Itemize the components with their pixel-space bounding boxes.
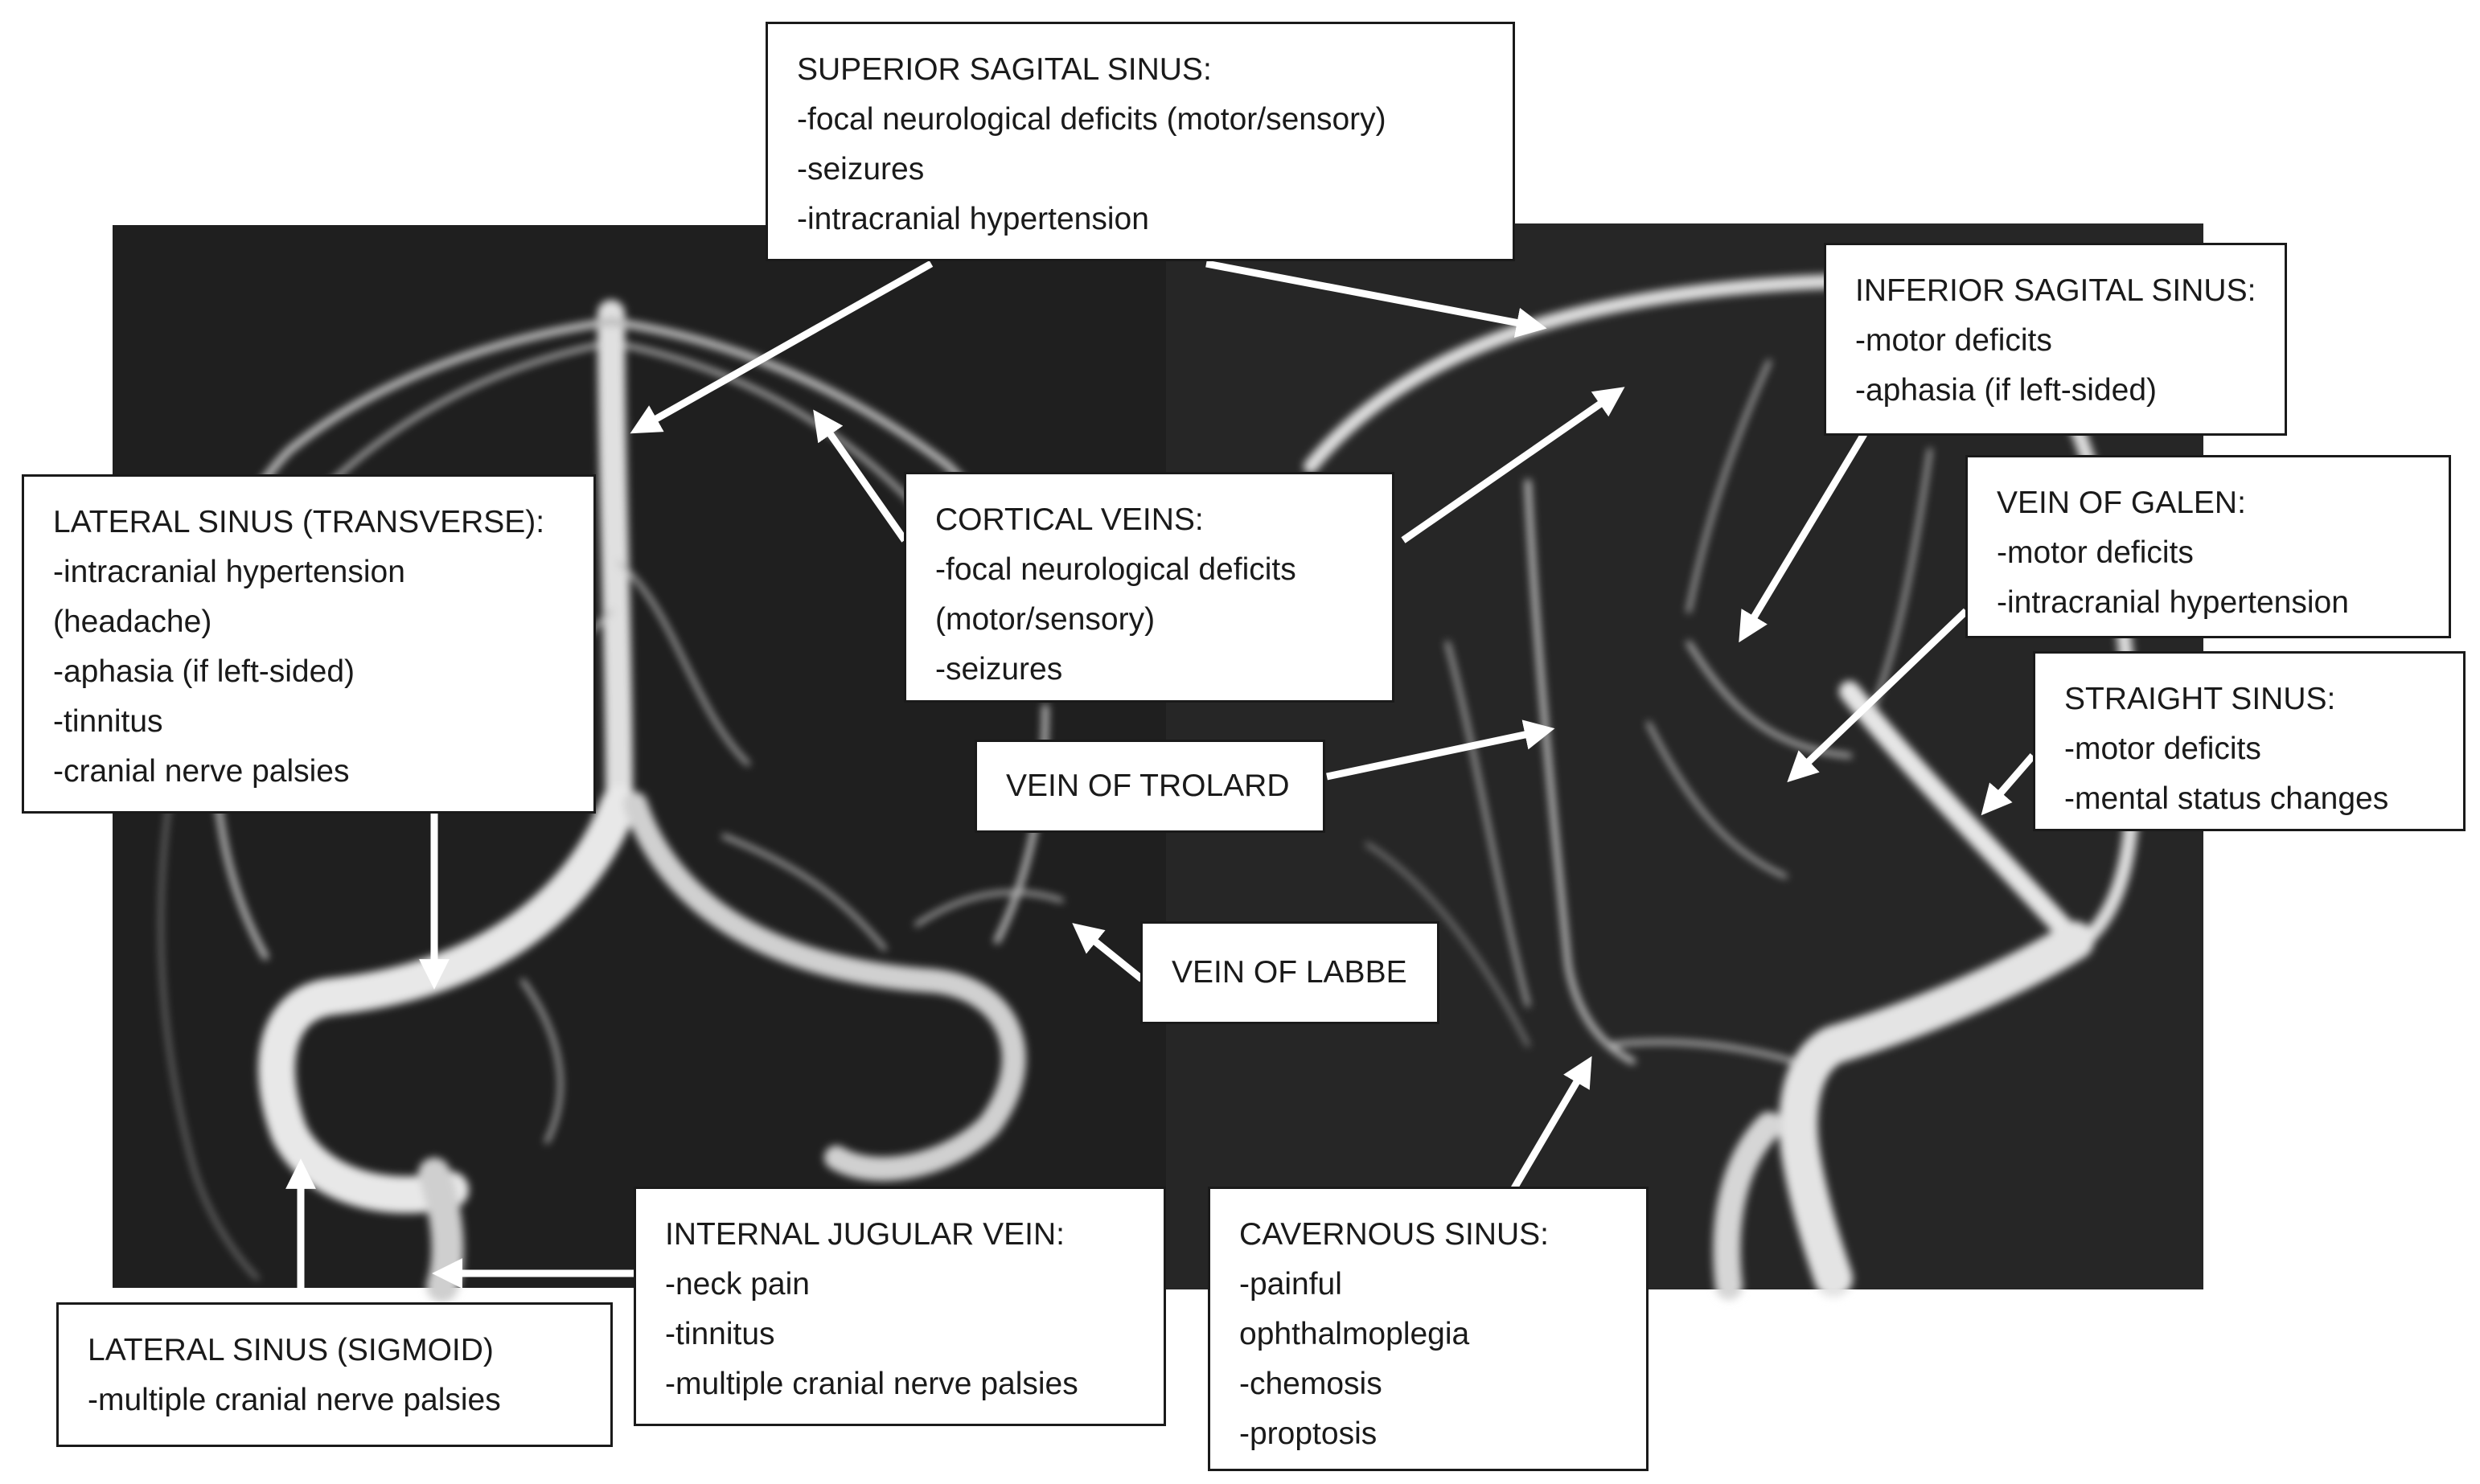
arrow-vein-of-labbe [1072,923,1144,982]
label-cavernous-sinus: CAVERNOUS SINUS: -painful ophthalmoplegi… [1208,1187,1649,1471]
label-line: -intracranial hypertension [1997,585,2349,620]
arrow-inferior-sagital [1739,432,1867,643]
label-vein-of-galen: VEIN OF GALEN: -motor deficits -intracra… [1965,455,2451,638]
label-vein-of-trolard: VEIN OF TROLARD [975,740,1325,833]
label-lateral-sinus-transverse: LATERAL SINUS (TRANSVERSE): -intracrania… [22,474,596,814]
label-line: -aphasia (if left-sided) [53,654,355,689]
label-line: -tinnitus [53,704,163,739]
label-line: -aphasia (if left-sided) [1855,373,2157,408]
label-straight-sinus: STRAIGHT SINUS: -motor deficits -mental … [2033,651,2466,831]
label-title: LATERAL SINUS (SIGMOID) [88,1333,494,1367]
label-line: -neck pain [665,1267,810,1302]
label-line: -chemosis [1239,1367,1382,1401]
label-line: -cranial nerve palsies [53,754,350,789]
label-title: INTERNAL JUGULAR VEIN: [665,1217,1065,1252]
label-line: -motor deficits [1997,535,2194,570]
arrow-straight-sinus [1981,753,2036,816]
label-line: -seizures [935,652,1063,687]
label-line: -motor deficits [1855,323,2052,358]
label-line: -multiple cranial nerve palsies [88,1383,501,1417]
label-line: -intracranial hypertension [797,202,1149,236]
label-line: (motor/sensory) [935,602,1156,637]
label-line: -multiple cranial nerve palsies [665,1367,1078,1401]
label-line: -seizures [797,152,925,187]
label-title: STRAIGHT SINUS: [2064,682,2336,716]
label-title: VEIN OF LABBE [1172,955,1407,990]
label-vein-of-labbe: VEIN OF LABBE [1140,921,1439,1024]
label-line: (headache) [53,605,212,639]
label-title: CORTICAL VEINS: [935,502,1204,537]
arrow-cortical-left [813,409,908,543]
label-internal-jugular-vein: INTERNAL JUGULAR VEIN: -neck pain -tinni… [634,1187,1166,1426]
label-line: -focal neurological deficits (motor/sens… [797,102,1386,137]
pointer-arrows [285,260,2036,1306]
label-title: VEIN OF GALEN: [1997,486,2246,520]
label-line: ophthalmoplegia [1239,1317,1470,1351]
label-cortical-veins: CORTICAL VEINS: -focal neurological defi… [904,472,1394,703]
label-title: VEIN OF TROLARD [1006,769,1290,803]
label-title: INFERIOR SAGITAL SINUS: [1855,273,2256,308]
label-line: -mental status changes [2064,781,2389,816]
arrow-cortical-right [1401,387,1625,543]
label-title: CAVERNOUS SINUS: [1239,1217,1550,1252]
arrow-superior-sagital-left [630,260,934,434]
arrow-cavernous-sinus [1511,1056,1592,1191]
label-line: -motor deficits [2064,732,2261,766]
label-line: -proptosis [1239,1416,1378,1451]
label-title: SUPERIOR SAGITAL SINUS: [797,52,1212,87]
label-line: -tinnitus [665,1317,775,1351]
label-inferior-sagital-sinus: INFERIOR SAGITAL SINUS: -motor deficits … [1824,243,2287,436]
arrow-vein-of-trolard [1326,719,1555,781]
arrow-superior-sagital-right [1205,260,1547,338]
label-superior-sagital-sinus: SUPERIOR SAGITAL SINUS: -focal neurologi… [766,22,1515,261]
label-title: LATERAL SINUS (TRANSVERSE): [53,505,545,539]
arrow-vein-of-galen [1787,608,1969,783]
label-lateral-sinus-sigmoid: LATERAL SINUS (SIGMOID) -multiple crania… [56,1302,613,1447]
label-line: -focal neurological deficits [935,552,1296,587]
label-line: -intracranial hypertension [53,555,405,589]
label-line: -painful [1239,1267,1342,1302]
